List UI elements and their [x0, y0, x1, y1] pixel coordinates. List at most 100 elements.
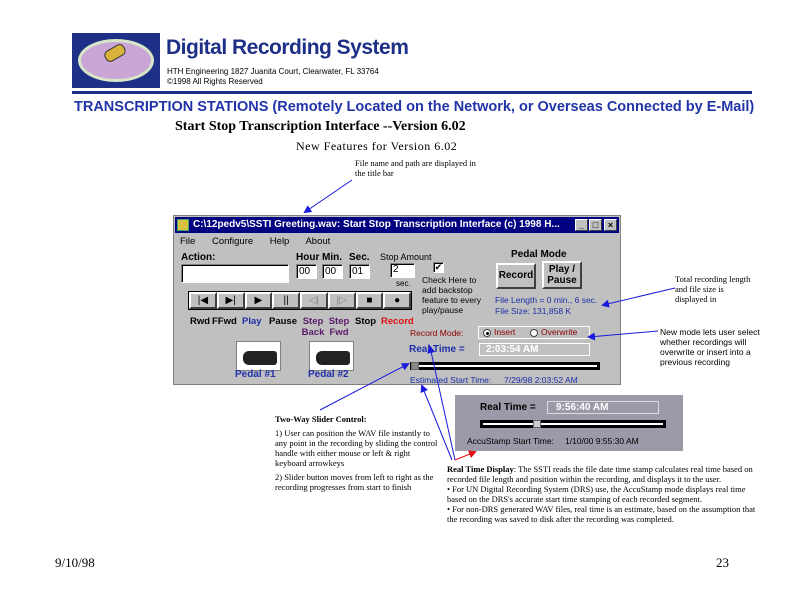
label-record: Record: [381, 316, 414, 327]
pedal-mode-label: Pedal Mode: [511, 249, 567, 260]
sec-label: Sec.: [349, 252, 370, 263]
menu-configure[interactable]: Configure: [211, 236, 254, 247]
copyright-line: ©1998 All Rights Reserved: [167, 77, 263, 86]
callout-record-mode: New mode lets user select whether record…: [660, 327, 760, 367]
label-step-back: Step Back: [301, 316, 325, 338]
backstop-label: Check Here to add backstop feature to ev…: [422, 275, 482, 315]
backstop-checkbox[interactable]: ✔: [433, 262, 444, 273]
radio-overwrite-label: Overwrite: [541, 327, 578, 337]
estimated-start-value: 7/29/98 2:03:52 AM: [504, 375, 578, 385]
label-ffwd: FFwd: [212, 316, 237, 327]
header-rule: [72, 91, 752, 94]
pedal-2-image: [309, 341, 354, 371]
min-label: Min.: [322, 252, 342, 263]
callout-slider: Two-Way Slider Control: 1) User can posi…: [275, 414, 443, 492]
sec-input[interactable]: 01: [349, 264, 370, 279]
new-features-title: New Features for Version 6.02: [296, 139, 458, 153]
label-step-fwd: Step Fwd: [328, 316, 350, 338]
inset-position-slider[interactable]: [480, 420, 666, 428]
fast-forward-button[interactable]: ▶|: [216, 292, 245, 309]
action-input[interactable]: [181, 264, 289, 283]
real-time-label: Real Time =: [409, 344, 465, 355]
hour-label: Hour: [296, 252, 320, 263]
menu-file[interactable]: File: [180, 236, 196, 247]
real-time-value: 2:03:54 AM: [479, 343, 590, 356]
label-pause: Pause: [269, 316, 297, 327]
slider-handle[interactable]: [411, 362, 419, 370]
action-label: Action:: [181, 252, 216, 263]
arrow-title-bar: [303, 179, 353, 214]
radio-insert-label: Insert: [494, 327, 516, 337]
estimated-start-label: Estimated Start Time:: [410, 375, 492, 385]
callout-file-info: Total recording length and file size is …: [675, 274, 751, 304]
radio-insert[interactable]: [483, 329, 491, 337]
company-line: HTH Engineering 1827 Juanita Court, Clea…: [167, 67, 379, 76]
file-size: File Size: 131,858 K: [495, 306, 572, 316]
window-titlebar[interactable]: C:\12pedv5\SSTI Greeting.wav: Start Stop…: [175, 217, 619, 233]
label-play: Play: [242, 316, 262, 327]
arrow-slider: [319, 363, 410, 411]
transport-toolbar: |◀ ▶| ▶ || ◁| |▷ ■ ●: [188, 291, 412, 310]
pedal-record-button[interactable]: Record: [496, 263, 536, 289]
brand-subtitle: HTH Engineering 1827 Juanita Court, Clea…: [167, 67, 379, 87]
accustamp-inset: Real Time = 9:56:40 AM AccuStamp Start T…: [455, 395, 683, 451]
inset-slider-handle[interactable]: [533, 420, 541, 428]
stop-button[interactable]: ■: [355, 292, 384, 309]
callout-title-bar: File name and path are displayed in the …: [355, 158, 476, 178]
accustamp-label: AccuStamp Start Time:: [467, 436, 554, 446]
callout-real-time-bullet-2: • For non-DRS generated WAV files, real …: [447, 504, 756, 524]
maximize-button[interactable]: □: [589, 219, 602, 231]
rewind-button[interactable]: |◀: [189, 292, 217, 309]
label-stop: Stop: [355, 316, 377, 327]
label-rwd: Rwd: [190, 316, 211, 327]
pedal-2-label: Pedal #2: [308, 369, 349, 380]
callout-slider-p1: 1) User can position the WAV file instan…: [275, 428, 438, 468]
app-icon: [177, 219, 189, 231]
slide-date: 9/10/98: [55, 555, 95, 570]
position-slider[interactable]: [410, 362, 600, 370]
hour-input[interactable]: 00: [296, 264, 317, 279]
arrow-file-info: [601, 287, 676, 308]
arrow-accustamp: [454, 450, 477, 461]
record-button[interactable]: ●: [383, 292, 411, 309]
file-length: File Length = 0 min., 6 sec.: [495, 295, 598, 305]
stop-amount-input[interactable]: 2: [390, 263, 415, 278]
arrow-real-time: [427, 345, 456, 461]
min-input[interactable]: 00: [322, 264, 343, 279]
arrow-record-mode: [587, 330, 659, 341]
play-button[interactable]: ▶: [244, 292, 273, 309]
pause-button[interactable]: ||: [272, 292, 300, 309]
minimize-button[interactable]: _: [575, 219, 588, 231]
callout-real-time-title: Real Time Display: [447, 464, 514, 474]
callout-slider-title: Two-Way Slider Control:: [275, 414, 367, 424]
arrow-estimated-start: [420, 384, 453, 461]
step-forward-button[interactable]: |▷: [327, 292, 356, 309]
brand-title: Digital Recording System: [166, 36, 409, 59]
menu-about[interactable]: About: [305, 236, 331, 247]
menu-help[interactable]: Help: [269, 236, 290, 247]
pedal-1-label: Pedal #1: [235, 369, 276, 380]
radio-overwrite[interactable]: [530, 329, 538, 337]
accustamp-value: 1/10/00 9:55:30 AM: [565, 436, 639, 446]
record-mode-label: Record Mode:: [410, 328, 464, 338]
stop-amount-label: Stop Amount: [380, 252, 432, 262]
callout-slider-p2: 2) Slider button moves from left to righ…: [275, 472, 434, 492]
step-back-button[interactable]: ◁|: [300, 292, 328, 309]
callout-real-time: Real Time Display: The SSTI reads the fi…: [447, 464, 759, 524]
close-button[interactable]: ×: [604, 219, 617, 231]
pedal-1-image: [236, 341, 281, 371]
record-mode-group: Insert Overwrite: [478, 326, 590, 339]
logo: [72, 33, 160, 88]
stop-amount-unit: sec.: [396, 279, 411, 288]
window-title: C:\12pedv5\SSTI Greeting.wav: Start Stop…: [193, 219, 560, 230]
menu-bar: File Configure Help About: [180, 236, 344, 247]
slide-subheading: Start Stop Transcription Interface --Ver…: [175, 119, 466, 134]
slide-page-number: 23: [716, 555, 729, 570]
callout-real-time-body: : The SSTI reads the file date time stam…: [447, 464, 753, 484]
inset-real-time-label: Real Time =: [480, 402, 536, 413]
app-window: C:\12pedv5\SSTI Greeting.wav: Start Stop…: [173, 215, 621, 385]
inset-real-time-value: 9:56:40 AM: [547, 401, 659, 414]
pedal-play-pause-button[interactable]: Play / Pause: [542, 261, 582, 289]
slide-heading: TRANSCRIPTION STATIONS (Remotely Located…: [74, 99, 755, 115]
